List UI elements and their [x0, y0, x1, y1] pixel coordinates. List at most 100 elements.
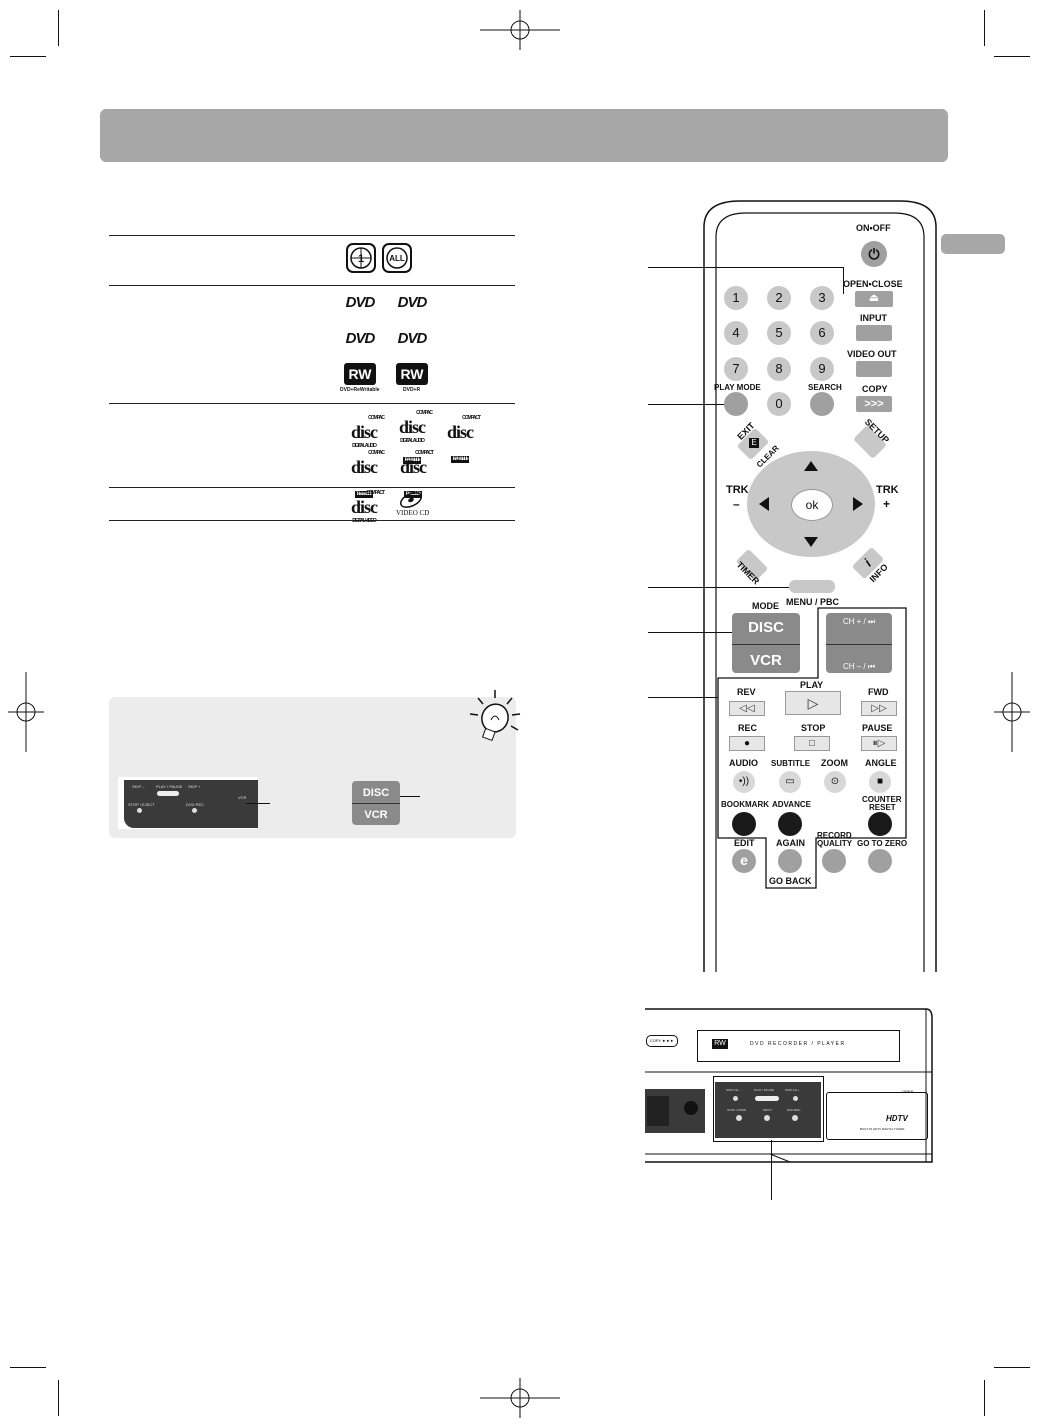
front-skip-minus-button[interactable] — [733, 1096, 738, 1101]
tip-leader — [246, 803, 270, 804]
cd-compact-text: COMPACT — [366, 490, 385, 496]
tip-disc-label: DISC — [362, 787, 390, 799]
front-stop-button[interactable] — [736, 1115, 742, 1121]
front-control-strip — [715, 1082, 821, 1138]
rev-button[interactable]: ◁◁ — [729, 701, 765, 716]
bookmark-button[interactable] — [732, 812, 756, 836]
zoom-button[interactable]: ⊙ — [824, 771, 846, 793]
cd-digital-audio-text: DIGITAL AUDIO — [400, 438, 425, 444]
crop-mark — [994, 1367, 1030, 1368]
trk-minus-sign: – — [733, 497, 740, 511]
digit-7-button[interactable]: 7 — [724, 357, 748, 381]
stop-button[interactable]: □ — [794, 736, 830, 751]
reset-label: RESET — [869, 803, 896, 812]
cd-recordable-tag: Recordable — [354, 491, 374, 498]
digit-0-button[interactable]: 0 — [767, 392, 791, 416]
registration-mark-right — [994, 672, 1030, 752]
front-dvd-rec-button[interactable] — [792, 1115, 798, 1121]
front-control-highlight — [713, 1076, 824, 1142]
digit-1-button[interactable]: 1 — [724, 286, 748, 310]
front-dvd-rec-label: DVD REC — [787, 1108, 801, 1112]
dvd-plus-r-caption: DVD+R — [403, 387, 421, 393]
registration-mark-bottom — [480, 1378, 560, 1418]
digit-2-button[interactable]: 2 — [767, 286, 791, 310]
channel-rocker[interactable] — [826, 613, 892, 673]
ok-button[interactable]: ok — [791, 489, 833, 521]
copy-label: COPY — [862, 384, 888, 394]
audio-button[interactable]: •)) — [733, 771, 755, 793]
cd-disc-word: disc — [398, 417, 426, 437]
ch-plus-label: CH + / ⏭ — [842, 617, 876, 626]
tip-panel-play-pause: PLAY / PAUSE — [156, 784, 183, 789]
advance-button[interactable] — [778, 812, 802, 836]
menu-pbc-button[interactable] — [789, 580, 835, 593]
registration-mark-top — [480, 10, 560, 50]
tip-panel-stop-eject: STOP / EJECT — [128, 802, 155, 807]
cd-disc-word: disc — [350, 422, 378, 442]
fwd-button[interactable]: ▷▷ — [861, 701, 897, 716]
again-button[interactable] — [778, 849, 802, 873]
trk-plus-sign: + — [883, 497, 891, 511]
again-label: AGAIN — [776, 838, 805, 848]
rw-text: RW — [400, 366, 424, 382]
front-rw-logo: RW — [712, 1039, 728, 1049]
cd-digital-video-text: DIGITAL VIDEO — [352, 518, 376, 524]
cd-digital-audio-text: DIGITAL AUDIO — [352, 443, 377, 449]
video-cd-label: VIDEO CD — [396, 509, 430, 517]
cd-recordable-logo: COMPAC disc Recordable — [344, 450, 385, 498]
cd-recordable-tag: Recordable — [403, 491, 423, 498]
digit-4-button[interactable]: 4 — [724, 321, 748, 345]
digit-6-button[interactable]: 6 — [810, 321, 834, 345]
video-out-button[interactable] — [856, 361, 892, 377]
play-button[interactable]: ▷ — [785, 691, 841, 715]
cd-digital-audio-logo: COMPAC disc DIGITAL AUDIO — [344, 415, 385, 449]
counter-reset-button[interactable] — [868, 812, 892, 836]
digit-9-button[interactable]: 9 — [810, 357, 834, 381]
region-all-label: ALL — [389, 254, 405, 263]
subtitle-button[interactable]: ▭ — [779, 771, 801, 793]
angle-button[interactable]: ■ — [869, 771, 891, 793]
eject-button[interactable]: ⏏ — [855, 291, 893, 307]
tip-panel-vcr: VCR — [238, 795, 247, 800]
front-input-button[interactable] — [764, 1115, 770, 1121]
front-play-pause-label: PLAY / PAUSE — [754, 1088, 774, 1092]
edit-button[interactable]: e — [732, 849, 756, 873]
front-copy-button[interactable]: COPY ►►► — [646, 1035, 678, 1047]
menu-pbc-label: MENU / PBC — [786, 597, 840, 607]
search-button[interactable] — [810, 392, 834, 416]
digit-8-button[interactable]: 8 — [767, 357, 791, 381]
rec-button[interactable]: ● — [729, 736, 765, 751]
cd-compac-text: COMPAC — [368, 415, 385, 421]
cd-recordable-logo-2: COMPACT disc Recordable — [393, 450, 434, 498]
callout-leader — [648, 267, 843, 268]
video-cd-disc-icon — [399, 492, 423, 508]
front-play-pause-button[interactable] — [755, 1096, 779, 1101]
front-skip-plus-button[interactable] — [793, 1096, 798, 1101]
digit-3-button[interactable]: 3 — [810, 286, 834, 310]
go-to-zero-button[interactable] — [868, 849, 892, 873]
copy-button[interactable]: >>> — [856, 396, 892, 412]
callout-leader — [648, 587, 789, 588]
digit-5-button[interactable]: 5 — [767, 321, 791, 345]
play-mode-button[interactable] — [724, 392, 748, 416]
front-open-label: OPEN — [902, 1089, 914, 1094]
bookmark-label: BOOKMARK — [721, 800, 769, 809]
record-label: RECORD — [817, 831, 852, 840]
subtitle-label: SUBTITLE — [771, 759, 811, 768]
record-quality-button[interactable] — [822, 849, 846, 873]
cd-compact-text: COMPACT — [415, 450, 434, 456]
cd-rewritable-tag: ReWritable — [450, 456, 470, 463]
tip-panel-play-button — [157, 791, 179, 796]
pause-button[interactable]: ⏸▷ — [861, 736, 897, 751]
open-close-label: OPEN•CLOSE — [843, 279, 903, 289]
power-button[interactable]: ⏻ — [861, 241, 887, 267]
tip-panel-skip-plus: SKIP + — [188, 784, 201, 789]
front-vcr-door — [826, 1092, 928, 1140]
callout-leader — [648, 697, 718, 698]
input-button[interactable] — [856, 325, 892, 341]
front-display-window — [697, 1030, 900, 1062]
crop-mark — [984, 10, 985, 46]
dvd-text: DVD — [397, 330, 428, 347]
mode-switch[interactable] — [732, 613, 800, 673]
tip-panel-button — [192, 808, 197, 813]
